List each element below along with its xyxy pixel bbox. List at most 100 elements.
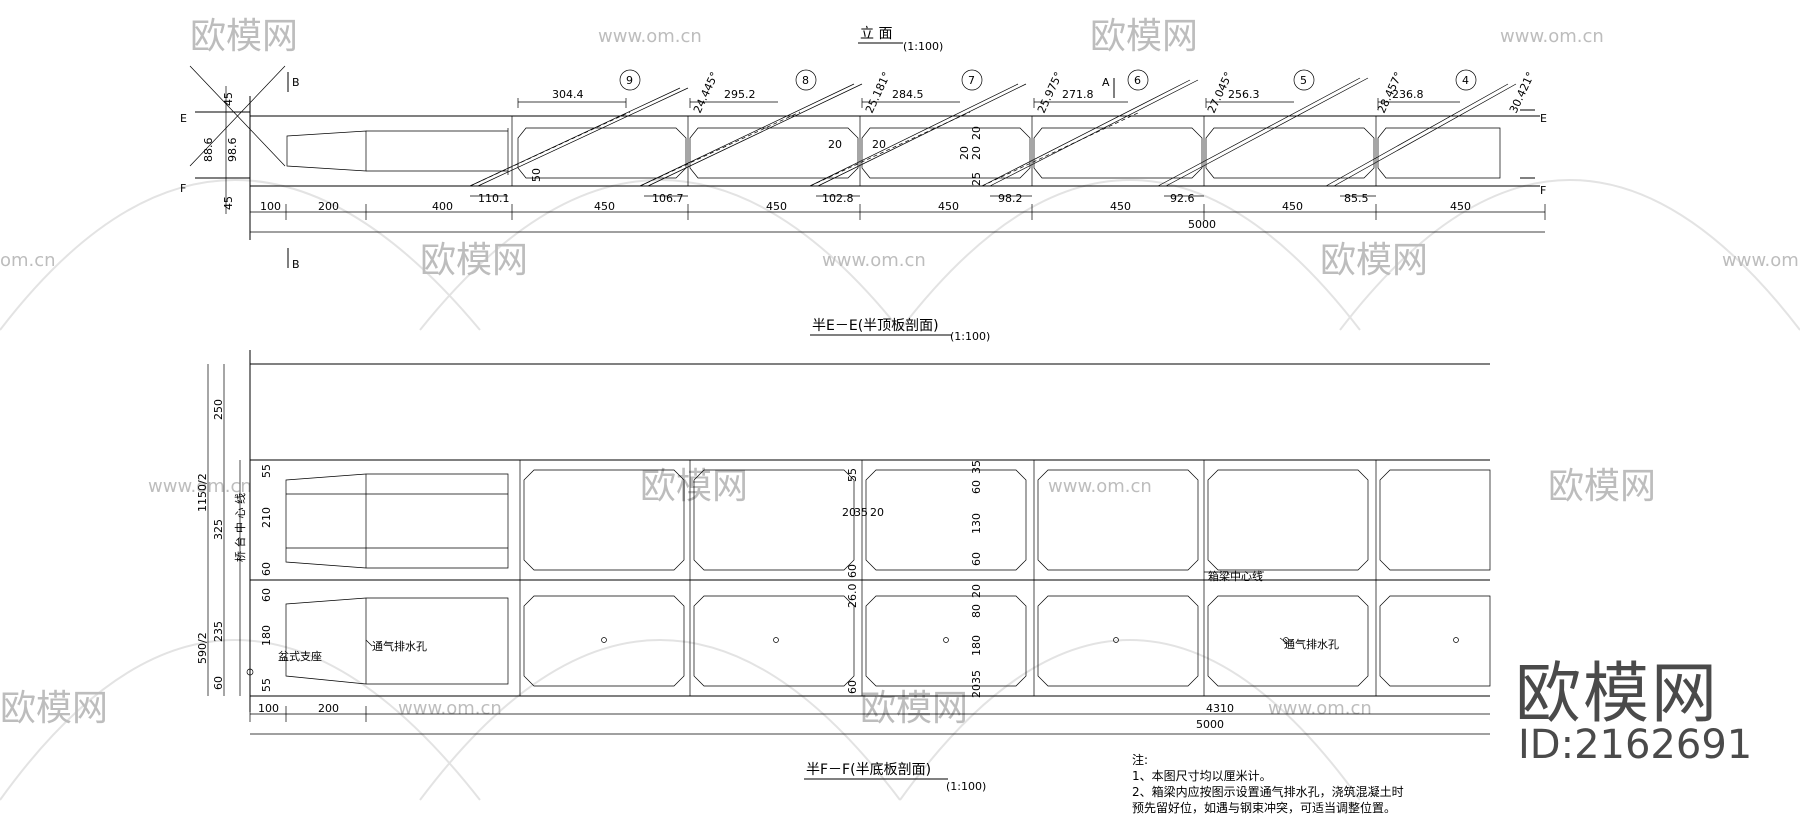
lower-offset: 106.7 — [652, 192, 684, 205]
section-mark-b: B — [292, 76, 300, 89]
plan-left-mid: 325 — [212, 519, 225, 540]
cable-number: 7 — [968, 74, 975, 87]
elev-left-dim: 88.6 — [202, 138, 215, 163]
section-mark-e: E — [1540, 112, 1547, 125]
plan-mid-dim: 60 — [846, 564, 859, 578]
plan-mid-dim: 130 — [970, 513, 983, 534]
elev-bottom-dim: 450 — [1282, 200, 1303, 213]
elevation-scale: (1:100) — [903, 40, 943, 53]
watermark-url: www.om.cn — [1722, 250, 1800, 271]
plan-left-inner: 55 — [260, 464, 273, 478]
watermark-logo: 欧模网 — [0, 688, 108, 729]
bottom-section-title: 半F－F(半底板剖面) — [806, 762, 931, 778]
elev-left-dim: 45 — [222, 196, 235, 210]
plan-left-inner: 60 — [260, 562, 273, 576]
vent-label: 通气排水孔 — [1284, 637, 1339, 651]
cable-number: 9 — [626, 74, 633, 87]
watermark-logo: 欧模网 — [1320, 240, 1428, 281]
plan-bottom-dim: 200 — [318, 702, 339, 715]
top-slab-section: 半E－E(半顶板剖面) (1:100) — [196, 318, 1491, 735]
angle-label: 24.445° — [691, 70, 721, 115]
plan-left-inner: 180 — [260, 625, 273, 646]
plan-mid-dim: 60 — [970, 552, 983, 566]
plan-left-inner: 210 — [260, 507, 273, 528]
lower-offset: 92.6 — [1170, 192, 1195, 205]
elev-misc-dim: 20 — [872, 138, 886, 151]
elev-left-dim: 98.6 — [226, 138, 239, 163]
note-item: 预先留好位，如遇与钢束冲突，可适当调整位置。 — [1132, 801, 1397, 815]
elev-bottom-dim: 100 — [260, 200, 281, 213]
plan-bottom-dim: 100 — [258, 702, 279, 715]
elev-bottom-dim: 450 — [766, 200, 787, 213]
spacing-label: 295.2 — [724, 88, 756, 101]
elev-misc-dim: 20 — [958, 146, 971, 160]
watermark-logo: 欧模网 — [190, 16, 298, 57]
watermark-layer: 欧模网 www.om.cn 欧模网 www.om.cn om.cn 欧模网 ww… — [0, 16, 1800, 729]
bottom-section-scale: (1:100) — [946, 780, 986, 793]
elev-bottom-dim: 450 — [938, 200, 959, 213]
elev-misc-dim: 20 — [970, 126, 983, 140]
section-mark-f: F — [1540, 184, 1546, 197]
cable-number: 6 — [1134, 74, 1141, 87]
notes-heading: 注: — [1132, 753, 1149, 767]
plan-mid-dim: 35 — [970, 460, 983, 474]
spacing-label: 284.5 — [892, 88, 924, 101]
angle-label: 30.421° — [1507, 70, 1537, 115]
elev-misc-dim: 25 — [970, 172, 983, 186]
plan-mid-dim: 20 — [842, 506, 856, 519]
plan-mid-dim: 55 — [846, 468, 859, 482]
elevation-title: 立 面 — [860, 26, 892, 42]
elev-bottom-dim: 450 — [1110, 200, 1131, 213]
elev-misc-dim: 20 — [970, 146, 983, 160]
plan-left-mid: 60 — [212, 676, 225, 690]
watermark-url: www.om.cn — [822, 250, 926, 271]
plan-left-inner: 60 — [260, 588, 273, 602]
spacing-label: 271.8 — [1062, 88, 1094, 101]
brand-id: ID:2162691 — [1518, 722, 1753, 768]
section-mark-b: B — [292, 258, 300, 271]
bottom-slab-section: 半F－F(半底板剖面) (1:100) — [804, 762, 986, 793]
cable-tubes — [469, 77, 1517, 187]
watermark-url: www.om.cn — [148, 476, 252, 497]
watermark-logo: 欧模网 — [1548, 466, 1656, 507]
watermark-logo: 欧模网 — [1090, 16, 1198, 57]
lower-offset: 110.1 — [478, 192, 510, 205]
bearing-label: 盆式支座 — [278, 649, 322, 663]
plan-left-outer: 1150/2 — [196, 473, 209, 512]
elev-misc-dim: 50 — [530, 168, 543, 182]
plan-left-inner: 55 — [260, 678, 273, 692]
plan-left-outer: 590/2 — [196, 632, 209, 664]
plan-mid-dim: 26.0 — [846, 584, 859, 609]
brand-logo: 欧模网 — [1515, 655, 1719, 732]
elev-bottom-dim: 450 — [1450, 200, 1471, 213]
section-mark-e: E — [180, 112, 187, 125]
plan-total-inner: 4310 — [1206, 702, 1234, 715]
plan-mid-dim: 20 — [870, 506, 884, 519]
watermark-url: www.om.cn — [1268, 698, 1372, 719]
cable-number: 5 — [1300, 74, 1307, 87]
elev-misc-dim: 20 — [828, 138, 842, 151]
watermark-logo: 欧模网 — [860, 688, 968, 729]
watermark-url: www.om.cn — [598, 26, 702, 47]
angle-label: 25.975° — [1035, 70, 1065, 115]
plan-mid-dim: 60 — [846, 680, 859, 694]
elev-left-dim: 45 — [222, 92, 235, 106]
watermark-arcs — [0, 179, 1800, 801]
plan-mid-dim: 20 — [970, 584, 983, 598]
plan-mid-dim: 80 — [970, 604, 983, 618]
elev-bottom-dim: 400 — [432, 200, 453, 213]
watermark-url: www.om.cn — [1500, 26, 1604, 47]
watermark-logo: 欧模网 — [420, 240, 528, 281]
lower-offset: 85.5 — [1344, 192, 1369, 205]
note-item: 2、箱梁内应按图示设置通气排水孔，浇筑混凝土时 — [1132, 785, 1404, 799]
cable-number: 4 — [1462, 74, 1469, 87]
spacing-label: 304.4 — [552, 88, 584, 101]
watermark-url: www.om.cn — [398, 698, 502, 719]
top-section-title: 半E－E(半顶板剖面) — [812, 318, 939, 334]
note-item: 1、本图尺寸均以厘米计。 — [1132, 769, 1272, 783]
watermark-url: www.om.cn — [1048, 476, 1152, 497]
notes-block: 注: 1、本图尺寸均以厘米计。 2、箱梁内应按图示设置通气排水孔，浇筑混凝土时 … — [1132, 752, 1452, 816]
plan-total: 5000 — [1196, 718, 1224, 731]
lower-offset: 98.2 — [998, 192, 1023, 205]
